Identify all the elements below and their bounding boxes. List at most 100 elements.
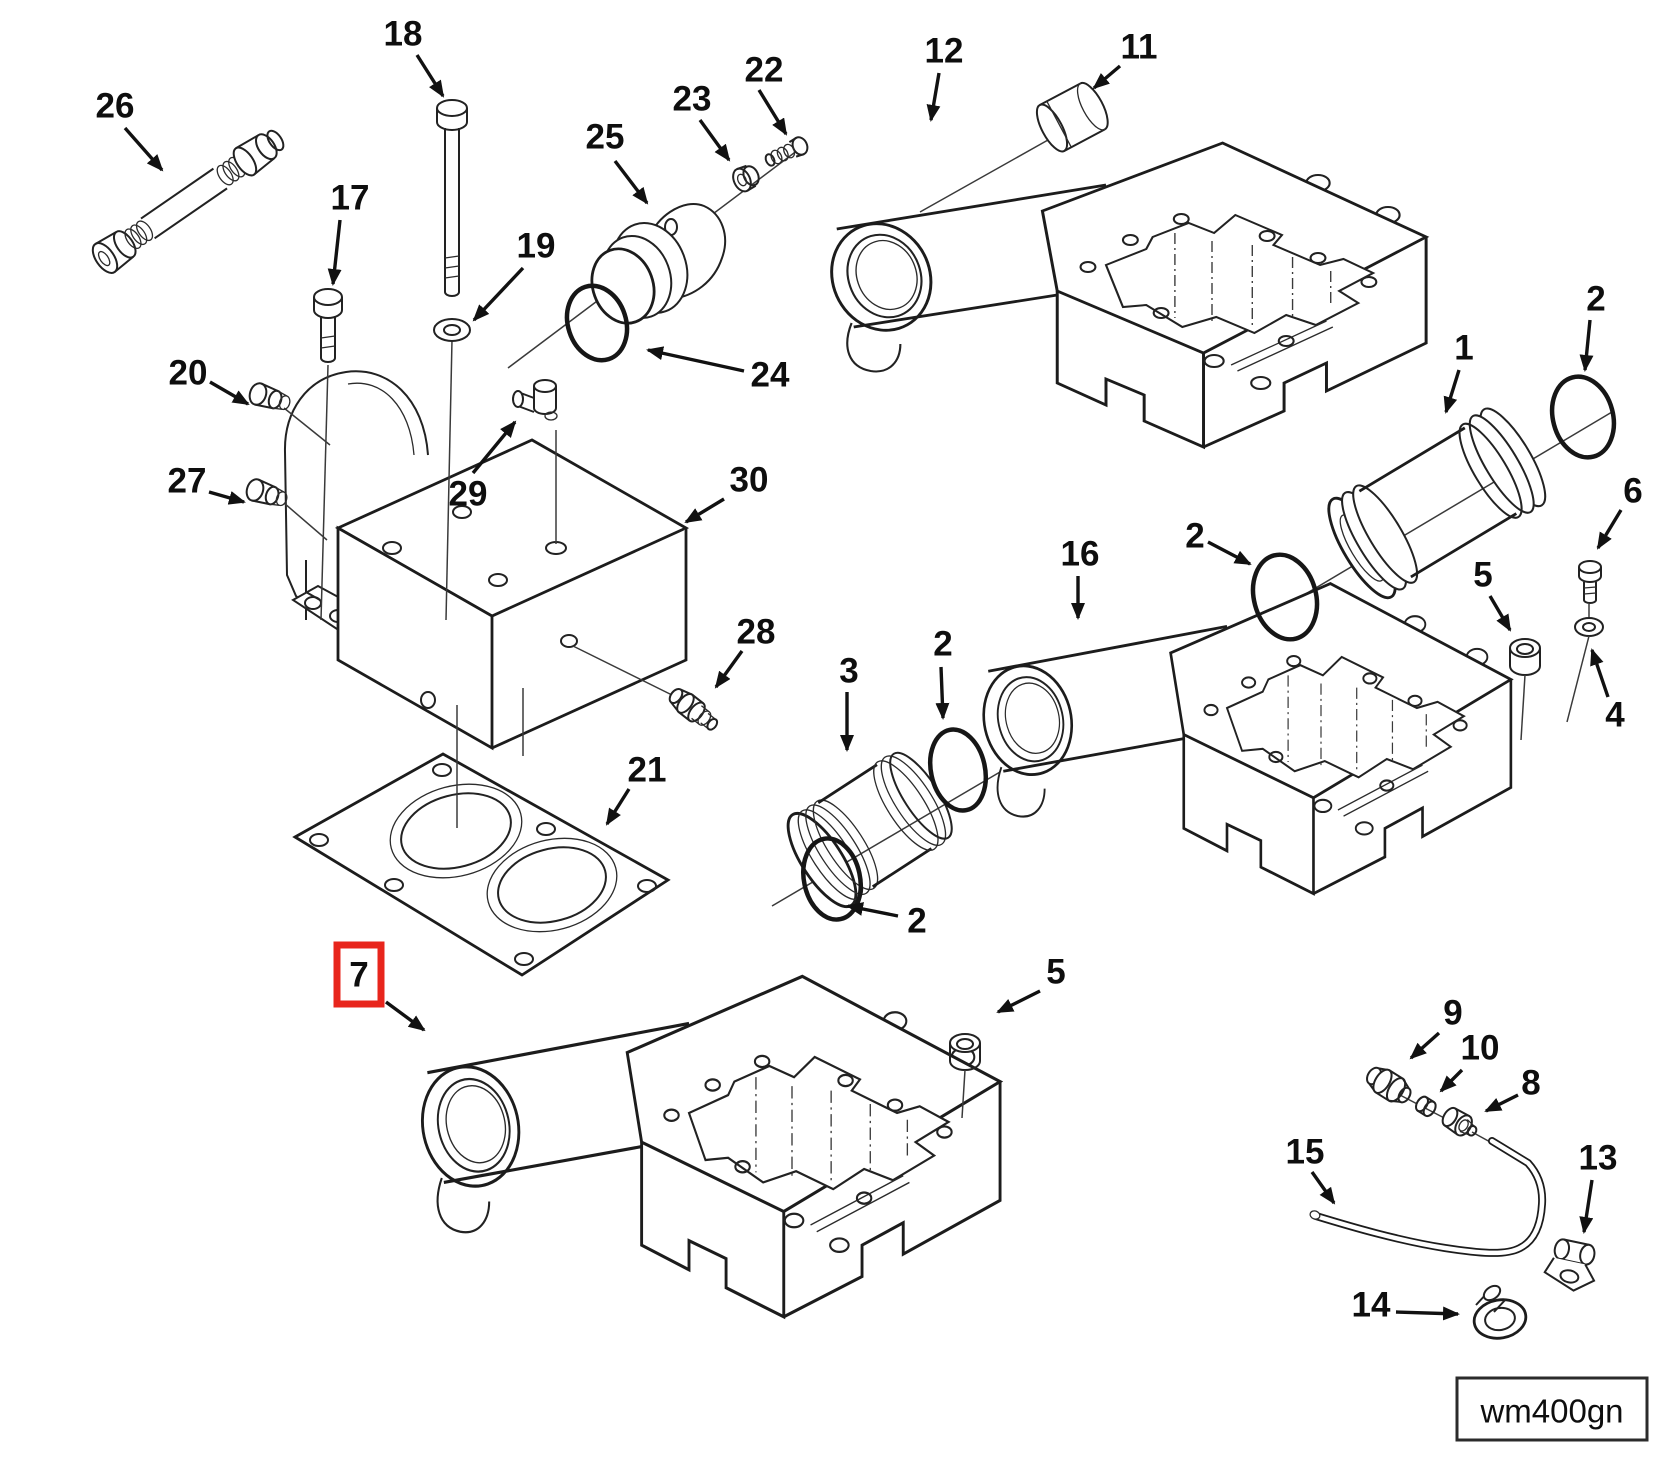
callout-23-arrow	[698, 119, 731, 162]
callout-12-arrow	[926, 72, 941, 122]
cup-plug-5-bottom	[949, 1033, 981, 1071]
callout-19-label: 19	[517, 227, 556, 266]
callout-17: 17	[327, 179, 369, 286]
callout-2-top: 2	[1579, 280, 1606, 372]
callout-2-piston-arrow	[935, 666, 950, 720]
callout-21-label: 21	[628, 751, 667, 790]
callout-24-arrow	[646, 346, 745, 373]
callout-5-bottom-label: 5	[1046, 953, 1065, 992]
callout-14-arrow	[1395, 1306, 1460, 1321]
callout-30-arrow	[684, 497, 725, 524]
callout-1: 1	[1443, 329, 1474, 414]
callout-22-label: 22	[745, 51, 784, 90]
elbow-fitting-29	[512, 379, 558, 421]
callout-5-right: 5	[1473, 556, 1512, 632]
callout-25: 25	[586, 118, 649, 205]
tube-sleeve-1	[1327, 407, 1547, 600]
callout-23: 23	[673, 80, 731, 162]
screw-22	[764, 136, 809, 167]
callout-9-label: 9	[1443, 994, 1462, 1033]
tube-15	[1309, 1137, 1547, 1257]
callout-18-label: 18	[384, 15, 423, 54]
callout-18-arrow	[415, 54, 445, 98]
fitting-9	[1366, 1066, 1412, 1104]
o-ring-2-middle	[1250, 552, 1320, 642]
callout-22: 22	[745, 51, 788, 136]
callout-2-middle: 2	[1185, 517, 1252, 566]
callout-13-arrow	[1579, 1179, 1594, 1234]
callout-16: 16	[1061, 535, 1100, 620]
callout-2-middle-label: 2	[1185, 517, 1204, 556]
callout-5-bottom-arrow	[996, 989, 1041, 1014]
callouts: 26 18 17 19 20 27 25 23	[96, 15, 1643, 1325]
bolt-6	[1578, 560, 1602, 604]
callout-6-label: 6	[1623, 472, 1642, 511]
callout-9-arrow	[1409, 1031, 1441, 1060]
callout-19: 19	[472, 227, 556, 322]
washer-4	[1574, 617, 1604, 637]
callout-27-arrow	[208, 490, 246, 505]
housing-16-drawing	[969, 582, 1513, 896]
flanged-cover-25	[590, 203, 727, 325]
valve-box-30-drawing	[334, 438, 690, 751]
callout-6-arrow	[1596, 509, 1623, 550]
callout-12: 12	[925, 32, 963, 122]
callout-28-arrow	[714, 650, 744, 689]
cup-plug-5-right	[1509, 638, 1541, 676]
drawing-code-border	[1455, 1376, 1649, 1442]
callout-2-bottom-arrow	[846, 902, 899, 918]
callout-29-label: 29	[449, 475, 488, 514]
callout-13-label: 13	[1579, 1139, 1618, 1178]
callout-5-right-arrow	[1488, 595, 1512, 632]
callout-19-arrow	[472, 266, 525, 322]
callout-14: 14	[1352, 1286, 1460, 1325]
hose-assembly-26	[91, 129, 285, 274]
callout-15-arrow	[1310, 1171, 1336, 1205]
callout-24-label: 24	[751, 356, 790, 395]
plug-cap-11	[1035, 81, 1109, 153]
callout-25-arrow	[613, 159, 649, 205]
callout-6: 6	[1596, 472, 1643, 550]
callout-16-label: 16	[1061, 535, 1100, 574]
piston-3	[786, 751, 953, 908]
callout-18: 18	[384, 15, 445, 98]
bolt-18	[436, 99, 468, 297]
callout-10: 10	[1439, 1029, 1499, 1093]
fitting-8	[1441, 1106, 1478, 1137]
plug-27	[245, 478, 288, 507]
callout-8-label: 8	[1521, 1064, 1540, 1103]
callout-29: 29	[449, 420, 517, 514]
callout-2-top-label: 2	[1586, 280, 1605, 319]
fitting-28	[668, 687, 719, 731]
cup-5-right-leader	[1520, 674, 1526, 741]
callout-26: 26	[96, 87, 164, 172]
callout-2-piston: 2	[933, 625, 953, 720]
callout-11: 11	[1092, 28, 1158, 90]
callout-27-label: 27	[168, 462, 207, 501]
clamp-13	[1543, 1238, 1596, 1292]
callout-17-arrow	[327, 219, 342, 286]
callout-28-label: 28	[737, 613, 776, 652]
callout-30-label: 30	[730, 461, 769, 500]
callout-21: 21	[605, 751, 667, 826]
callout-26-label: 26	[96, 87, 135, 126]
o-ring-2-right	[927, 727, 989, 813]
callout-5-right-label: 5	[1473, 556, 1492, 595]
callout-23-label: 23	[673, 80, 712, 119]
clamp-14	[1472, 1284, 1528, 1340]
callout-8-arrow	[1484, 1093, 1519, 1113]
callout-7-highlighted: 7	[333, 941, 426, 1032]
callout-1-label: 1	[1454, 329, 1473, 368]
callout-25-label: 25	[586, 118, 625, 157]
housing-7-drawing	[406, 974, 1002, 1319]
plug-20	[248, 382, 291, 411]
o-ring-24	[564, 283, 630, 363]
callout-30: 30	[684, 461, 769, 524]
callout-15: 15	[1286, 1133, 1336, 1205]
drawing-code-box: wm400gn	[1455, 1376, 1649, 1442]
callout-20-label: 20	[169, 354, 208, 393]
leader-lines	[283, 339, 677, 756]
callout-14-label: 14	[1352, 1286, 1391, 1325]
